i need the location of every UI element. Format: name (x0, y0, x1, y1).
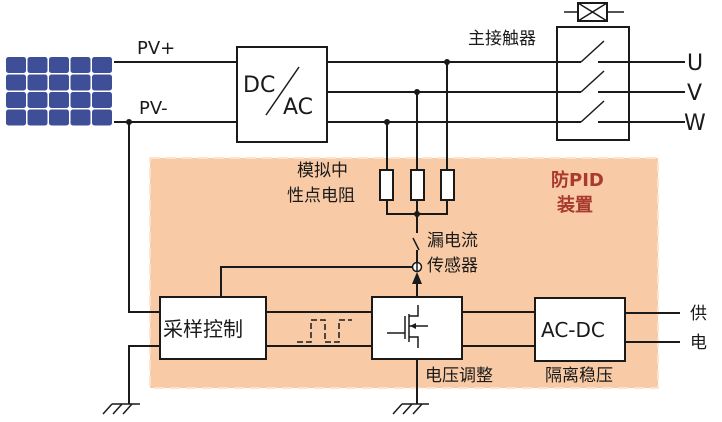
solar-cell (92, 109, 112, 126)
solar-cell (49, 57, 69, 73)
solar-cell (27, 92, 48, 108)
acdc-label: AC-DC (541, 318, 605, 342)
neutral-point-resistors (379, 169, 455, 217)
solar-cell (6, 109, 26, 126)
leakage-sensor-label-2: 传感器 (427, 256, 478, 276)
solar-cell (6, 57, 26, 73)
device-title-line2: 装置 (557, 194, 593, 216)
acdc-converter-box (534, 297, 626, 362)
solar-panel-icon (6, 57, 112, 126)
dcac-top-label: DC (243, 73, 275, 98)
sampling-control-box (159, 296, 267, 360)
solar-cell (70, 109, 91, 126)
voltage-regulation-mosfet (371, 296, 463, 360)
leakage-current-sensor (220, 214, 423, 297)
phase-w-label: W (684, 111, 706, 136)
main-contactor (556, 2, 685, 141)
phase-v-label: V (687, 81, 702, 106)
main-contactor-label: 主接触器 (468, 29, 536, 49)
pwm-pulse-icon (297, 319, 352, 343)
solar-cell (70, 57, 91, 73)
solar-cell (70, 92, 91, 108)
isolated-regulation-label: 隔离稳压 (545, 366, 613, 386)
pv-plus-label: PV+ (137, 38, 175, 59)
solar-cell (49, 74, 69, 91)
solar-cell (70, 74, 91, 91)
solar-cell (49, 109, 69, 126)
solar-cell (92, 74, 112, 91)
device-title-line1: 防PID (551, 169, 604, 191)
pv-minus-sense-wire (128, 122, 160, 313)
voltage-regulation-label: 电压调整 (425, 366, 493, 386)
solar-cell (92, 57, 112, 73)
power-supply-label-2: 电 (690, 333, 707, 353)
neutral-resistor-label-1: 模拟中 (297, 161, 348, 181)
solar-cell (27, 74, 48, 91)
leakage-sensor-label-1: 漏电流 (427, 231, 478, 251)
solar-cell (6, 74, 26, 91)
solar-cell (49, 92, 69, 108)
neutral-resistor-label-2: 性点电阻 (287, 186, 355, 206)
dcac-bottom-label: AC (283, 95, 313, 120)
solar-cell (6, 92, 26, 108)
solar-cell (27, 57, 48, 73)
sampling-control-label: 采样控制 (163, 317, 243, 341)
ground-icon-left (102, 403, 140, 415)
sampling-ground-wire (128, 345, 160, 404)
ground-icon-right (392, 403, 429, 415)
power-supply-label-1: 供 (690, 304, 707, 324)
solar-cell (92, 92, 112, 108)
pv-minus-label: PV- (139, 98, 168, 119)
phase-u-label: U (687, 51, 703, 76)
solar-cell (27, 109, 48, 126)
dc-ac-inverter: DC AC (236, 46, 328, 143)
